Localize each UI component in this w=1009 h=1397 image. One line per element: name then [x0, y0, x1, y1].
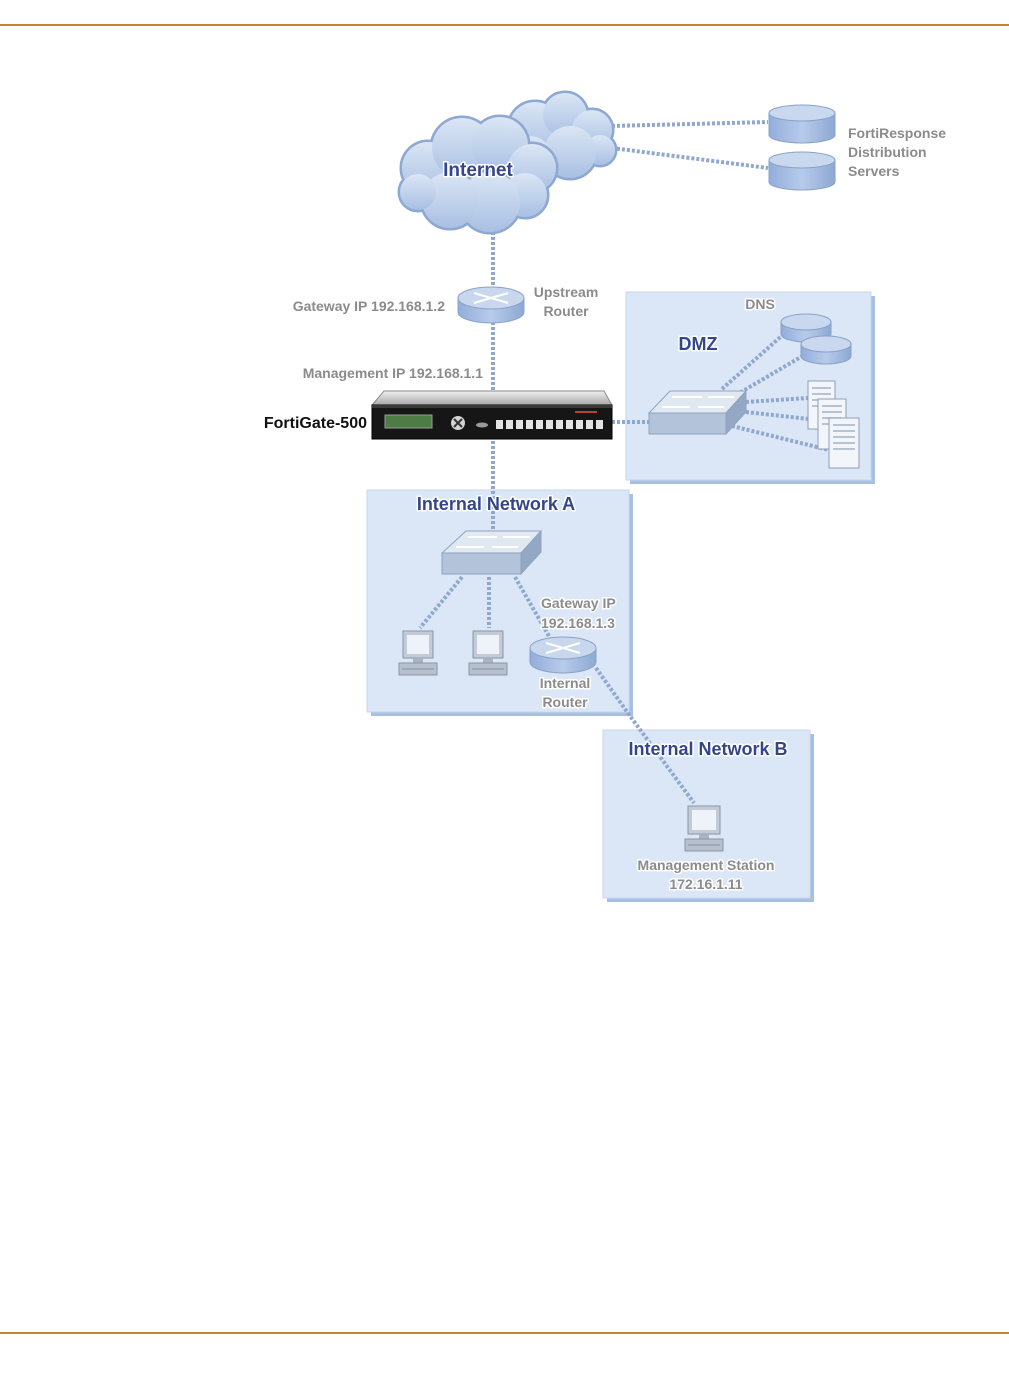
upstream-router-label-line-2: Router: [543, 303, 589, 319]
workstation-2: [469, 631, 507, 675]
internal-router: [530, 637, 596, 673]
dmz-switch: [649, 391, 746, 434]
dns-server-2: [801, 336, 851, 364]
management-station-label-line-2: 172.16.1.11: [669, 876, 742, 892]
distribution-server-2: [769, 152, 835, 190]
control-button-icon: [451, 416, 465, 430]
fortigate-label: FortiGate-500: [264, 415, 367, 432]
internal-network-b-title: Internal Network B: [628, 739, 787, 759]
internal-gateway-ip-label-line-1: Gateway IP: [541, 595, 616, 611]
internal-router-label-line-2: Router: [542, 694, 588, 710]
upstream-router-label-line-1: Upstream: [534, 284, 599, 300]
distribution-servers-label: FortiResponse Distribution Servers: [848, 125, 946, 179]
internal-network-a-title: Internal Network A: [417, 494, 575, 514]
distribution-servers-label-line-1: FortiResponse: [848, 125, 946, 141]
link-internet-to-server-1: [612, 122, 768, 126]
management-station: [685, 806, 723, 851]
server-3: [829, 418, 859, 468]
management-ip-label: Management IP 192.168.1.1: [303, 365, 483, 381]
distribution-server-1: [769, 105, 835, 143]
internal-router-label-line-1: Internal: [540, 675, 591, 691]
network-ports: [496, 420, 603, 429]
internal-gateway-ip-label-line-2: 192.168.1.3: [541, 615, 615, 631]
lcd-display: [385, 415, 432, 428]
internet-cloud: Internet: [400, 93, 615, 232]
upstream-router: [458, 287, 524, 323]
dmz-title: DMZ: [679, 334, 718, 354]
fortigate-device: [372, 391, 612, 439]
dns-label: DNS: [745, 296, 775, 312]
workstation-1: [399, 631, 437, 675]
upstream-gateway-ip-label: Gateway IP 192.168.1.2: [293, 298, 446, 314]
internet-label: Internet: [443, 160, 513, 181]
distribution-servers-label-line-2: Distribution: [848, 144, 927, 160]
management-station-label-line-1: Management Station: [638, 857, 775, 873]
distribution-servers-label-line-3: Servers: [848, 163, 900, 179]
link-internet-to-server-2: [612, 148, 768, 168]
